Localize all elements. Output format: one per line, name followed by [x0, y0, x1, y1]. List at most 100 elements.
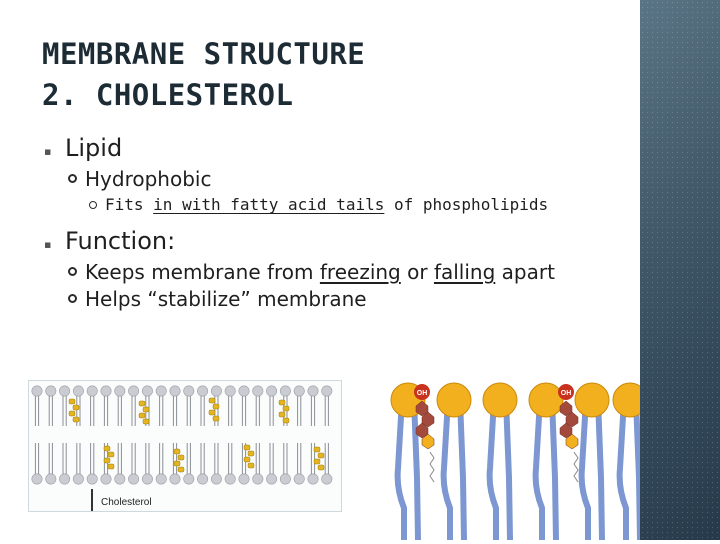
cholesterol-ring [208, 397, 216, 404]
phospholipid-head [612, 382, 648, 418]
bullet-lipid-label: Lipid [65, 134, 123, 162]
cholesterol-ring [72, 416, 80, 423]
phospholipid-head [86, 473, 98, 485]
phospholipid-head [72, 385, 84, 397]
phospholipid-head [266, 385, 278, 397]
phospholipid-head [86, 385, 98, 397]
phospholipid-head [141, 473, 153, 485]
keeps-post: apart [495, 260, 555, 284]
cholesterol-ring [142, 406, 150, 413]
phospholipid-head [183, 473, 195, 485]
phospholipid-head [169, 385, 181, 397]
phospholipid-head [100, 473, 112, 485]
phospholipid-head [155, 473, 167, 485]
cholesterol-ring [72, 404, 80, 411]
phospholipid-head [574, 382, 610, 418]
phospholipid-tail [578, 397, 591, 543]
sub-bullet-keeps: Keeps membrane from freezing or falling … [44, 259, 634, 286]
phospholipid-head [321, 473, 333, 485]
cholesterol-ring [103, 445, 111, 452]
hydrocarbon-tail [573, 451, 579, 483]
phospholipid-head [45, 385, 57, 397]
title-line-1: MEMBRANE STRUCTURE [42, 37, 366, 71]
keeps-freezing: freezing [319, 260, 401, 284]
cholesterol-ring [243, 456, 251, 463]
phospholipid-head [141, 385, 153, 397]
cholesterol-ring [103, 457, 111, 464]
phospholipid-head [224, 385, 236, 397]
sub-bullet-hydrophobic-label: Hydrophobic [85, 167, 212, 191]
cholesterol-ring [247, 462, 255, 469]
bilayer-diagram: Cholesterol [28, 380, 342, 512]
phospholipid-head [528, 382, 564, 418]
title-line-2: 2. CHOLESTEROL [42, 78, 294, 112]
phospholipid-head [72, 473, 84, 485]
detail-underlined: in with fatty acid tails [153, 195, 385, 214]
phospholipid-head [59, 385, 71, 397]
phospholipid-head [128, 385, 140, 397]
cholesterol-ring [212, 415, 220, 422]
cholesterol-ring [282, 405, 290, 412]
cholesterol-ring [317, 464, 325, 471]
cholesterol-ring [107, 463, 115, 470]
cholesterol-ring [313, 446, 321, 453]
cholesterol-ring [68, 398, 76, 405]
phospholipid-tail [411, 397, 421, 543]
cholesterol-ring [177, 454, 185, 461]
bullet-marker-icon: ▪ [44, 238, 52, 251]
phospholipid-head [293, 385, 305, 397]
phospholipid-head [293, 473, 305, 485]
oh-label: OH [561, 390, 572, 397]
ring-bullet-icon [68, 294, 77, 303]
phospholipid-head [238, 385, 250, 397]
sterol-ring [565, 433, 579, 450]
keeps-pre: Keeps membrane from [85, 260, 320, 284]
bilayer-illustration: Cholesterol [31, 385, 333, 511]
cholesterol-ring [212, 403, 220, 410]
oh-label: OH [417, 390, 428, 397]
phospholipid-head [252, 385, 264, 397]
cholesterol-phospholipid-diagram: OH OH [372, 378, 648, 543]
sub-bullet-helps: Helps “stabilize” membrane [44, 286, 634, 313]
oh-group [414, 384, 430, 400]
phospholipid-head [238, 473, 250, 485]
sub-bullet-hydrophobic: Hydrophobic [44, 166, 634, 193]
cholesterol-ring [317, 452, 325, 459]
phospholipid-head [224, 473, 236, 485]
phospholipid-tail [532, 397, 545, 543]
phospholipid-head [45, 473, 57, 485]
phospholipid-tail [616, 397, 629, 543]
phospholipid-head [128, 473, 140, 485]
detail-pre: Fits [105, 195, 154, 214]
cholesterol-ring [68, 410, 76, 417]
cholesterol-ring [177, 466, 185, 473]
phospholipid-tail [595, 397, 605, 543]
phospholipid-tail [633, 397, 643, 543]
cholesterol-ring [282, 417, 290, 424]
cholesterol-caption: Cholesterol [101, 497, 152, 508]
cholesterol-ring [142, 418, 150, 425]
phospholipid-tail [457, 397, 467, 543]
phospholipid-tail [440, 397, 453, 543]
phospholipid-head [169, 473, 181, 485]
ring-bullet-icon [68, 174, 77, 183]
cholesterol-ring [138, 412, 146, 419]
oh-group [558, 384, 574, 400]
slide-title: MEMBRANE STRUCTURE 2. CHOLESTEROL [42, 34, 365, 116]
cholesterol-ring [278, 399, 286, 406]
phospholipid-head [279, 473, 291, 485]
cholesterol-ring [208, 409, 216, 416]
phospholipid-head [279, 385, 291, 397]
decorative-side-band [640, 0, 720, 540]
detail-bullet-fits: Fits in with fatty acid tails of phospho… [44, 193, 634, 217]
phospholipid-head [197, 473, 209, 485]
cholesterol-ring [138, 400, 146, 407]
phospholipid-tail [394, 397, 407, 543]
caption-pointer [91, 489, 93, 511]
cholesterol-ring [247, 450, 255, 457]
phospholipid-head [31, 385, 43, 397]
cholesterol-ring [173, 448, 181, 455]
phospholipid-head [31, 473, 43, 485]
phospholipid-head [114, 385, 126, 397]
phospholipid-head [183, 385, 195, 397]
